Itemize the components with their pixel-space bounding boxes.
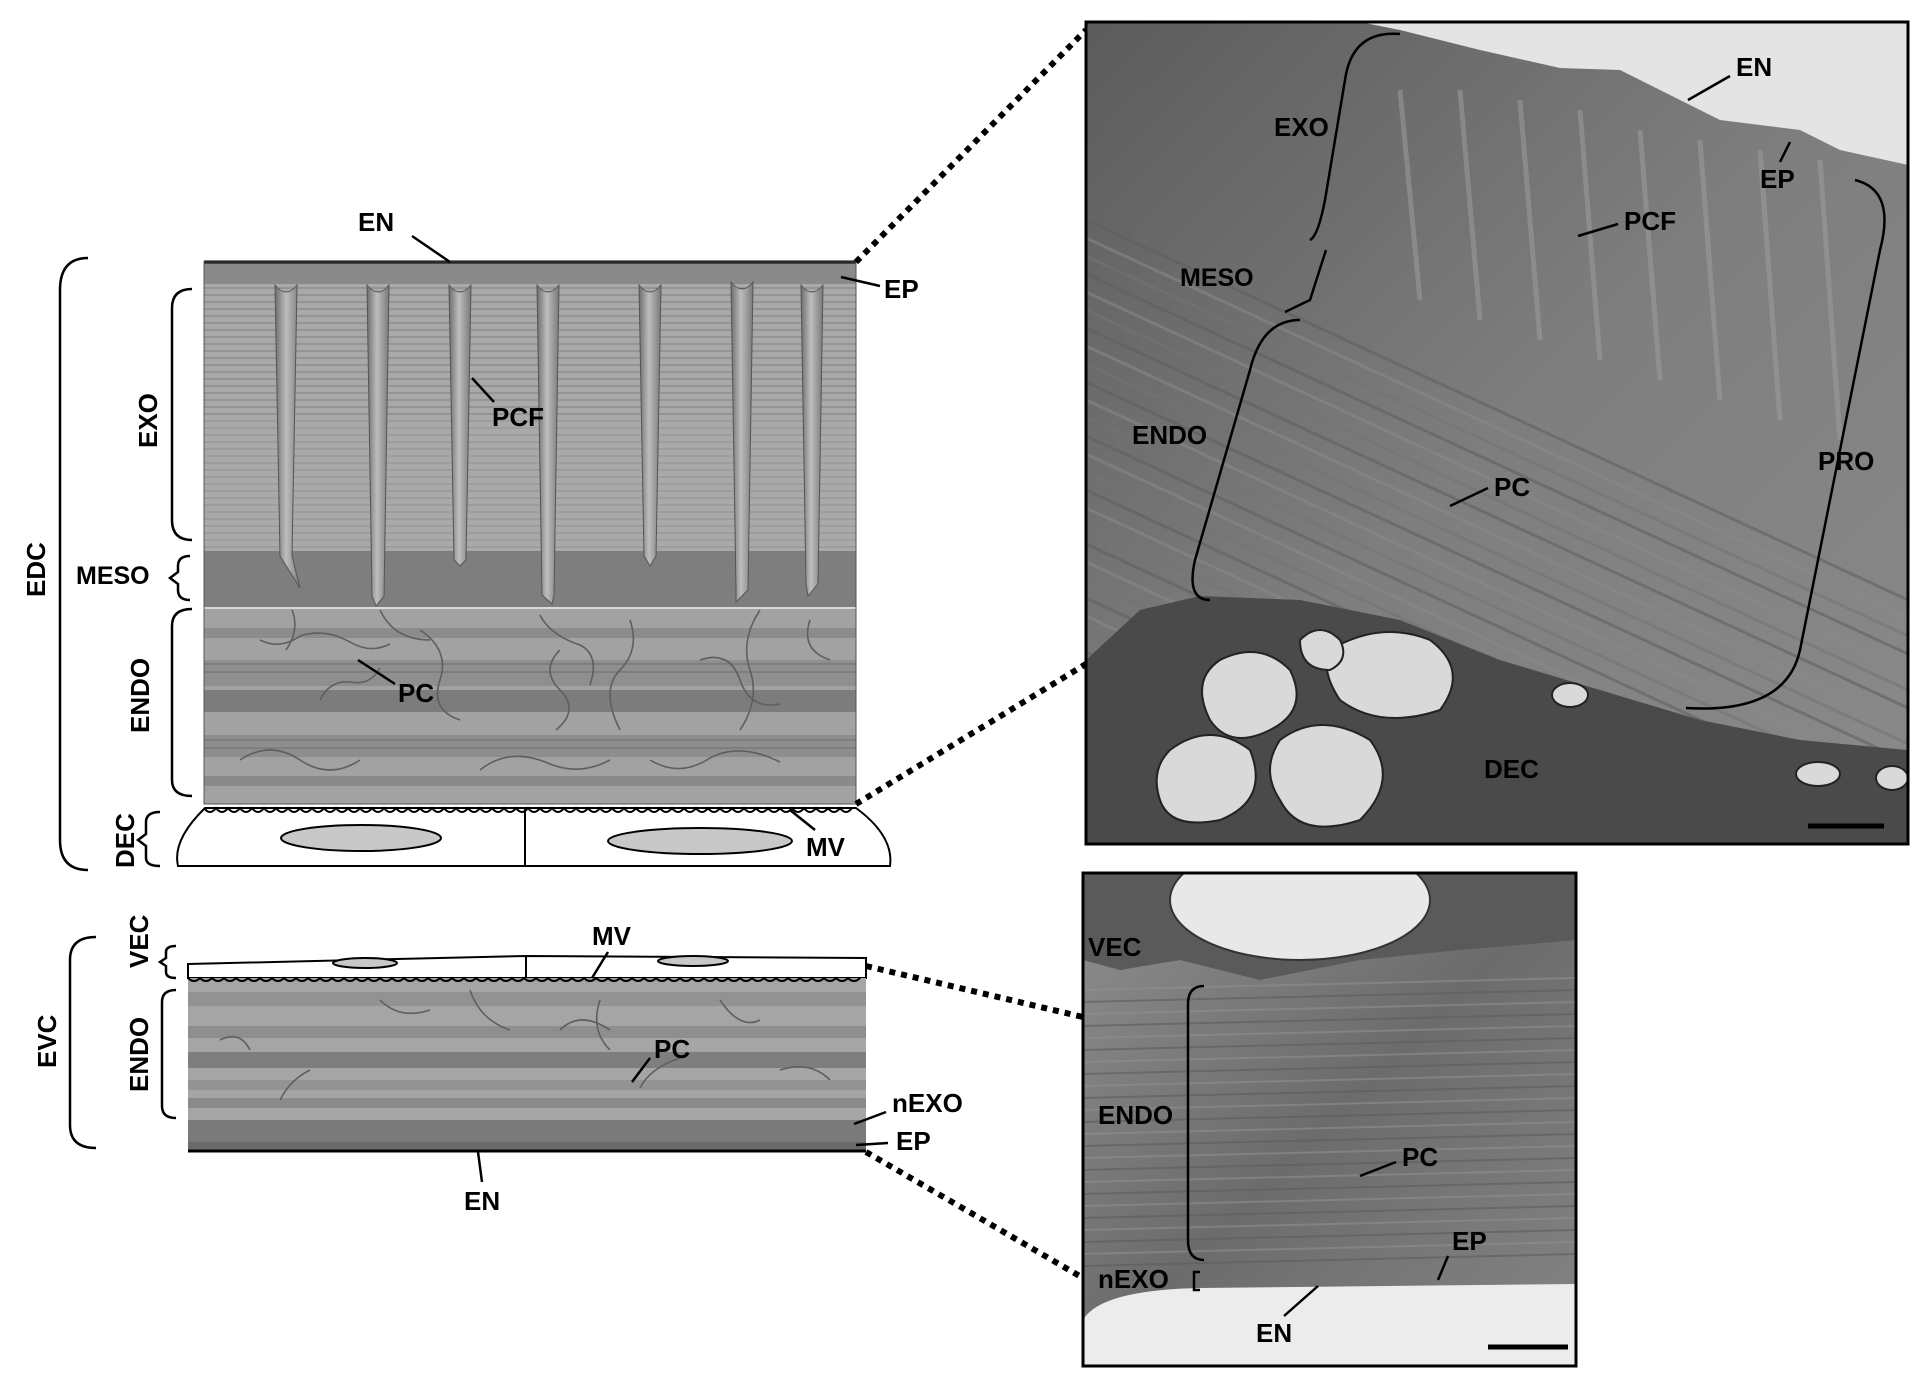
ventral-brackets [68,935,177,1150]
dorsal-brackets [58,256,193,872]
dorsal-label-pcf: PCF [492,402,544,432]
mg-top-label-dec: DEC [1484,754,1539,784]
mg-top-label-pcf: PCF [1624,206,1676,236]
dorsal-tem-micrograph [1086,22,1908,844]
pore-canal-fiber [536,283,560,605]
dorsal-label-meso: MESO [76,562,150,590]
mg-bot-label-nexo: nEXO [1098,1264,1169,1294]
bottom-micrograph-brackets [1186,984,1205,1292]
dorsal-label-edc: EDC [21,542,51,597]
mg-top-label-pc: PC [1494,472,1530,502]
top-micrograph-annotations: EN EXO EP PCF MESO ENDO PC PRO DEC [1132,32,1886,784]
ventral-cuticle-schematic: MV EVC VEC ENDO PC nEXO EP EN [32,914,963,1216]
ventral-label-evc: EVC [32,1014,62,1068]
mg-bot-label-pc: PC [1402,1142,1438,1172]
ventral-tem-micrograph [1083,873,1576,1366]
dorsal-label-mv: MV [806,832,846,862]
dorsal-epicuticle-layer [204,262,856,284]
dorsal-label-en: EN [358,207,394,237]
dorsal-label-dec: DEC [110,813,140,868]
dorsal-label-pc: PC [398,678,434,708]
ventral-endocuticle-bands [188,992,866,1108]
mg-bot-label-ep: EP [1452,1226,1487,1256]
ventral-label-endo: ENDO [124,1017,154,1092]
mg-bot-label-endo: ENDO [1098,1100,1173,1130]
ventral-newexo-layer [188,1120,866,1142]
mg-top-label-endo: ENDO [1132,420,1207,450]
ventral-label-mv: MV [592,921,632,951]
mg-top-label-ep: EP [1760,164,1795,194]
mg-top-label-en: EN [1736,52,1772,82]
pore-canal-fibers [274,280,824,607]
mg-top-label-meso: MESO [1180,264,1254,292]
bottom-micrograph-annotations: VEC ENDO PC EP nEXO EN [1088,932,1487,1348]
top-micrograph-brackets [1191,32,1886,710]
ventral-label-ep: EP [896,1126,931,1156]
mg-top-label-exo: EXO [1274,112,1329,142]
mg-top-label-pro: PRO [1818,446,1874,476]
dorsal-nucleus-right [607,827,793,855]
pore-canal-fiber [274,283,301,589]
dorsal-label-ep: EP [884,274,919,304]
ventral-nucleus-left [332,957,398,969]
microvilli-dorsal [203,806,853,813]
pore-canal-fiber [448,283,472,567]
ventral-label-nexo: nEXO [892,1088,963,1118]
dorsal-mesocuticle-layer [204,551,856,608]
endocuticle-bands [204,628,856,786]
microvilli-ventral [187,976,861,982]
pore-canal-fiber [366,283,390,607]
dorsal-label-endo: ENDO [125,658,155,733]
mg-bot-label-en: EN [1256,1318,1292,1348]
dorsal-pore-canals [239,609,831,771]
ventral-label-vec: VEC [124,914,154,968]
mg-bot-label-vec: VEC [1088,932,1142,962]
pore-canal-fiber [638,283,662,567]
dorsal-nucleus-left [280,824,442,852]
ventral-pore-canals [219,989,831,1101]
micrograph-lipid-droplets [1155,629,1908,828]
pore-canal-fiber [730,280,754,604]
micrograph-pcf-streaks [1397,89,1843,441]
dorsal-cuticle-schematic: EN EP PCF EXO EDC MESO ENDO PC DEC MV [21,207,919,872]
ventral-label-pc: PC [654,1034,690,1064]
ventral-label-en: EN [464,1186,500,1216]
zoom-connectors [853,27,1089,1281]
pore-canal-fiber [800,283,824,598]
dorsal-label-exo: EXO [133,393,163,448]
micrograph-lamellae-ventral [1083,977,1576,1267]
ventral-epicuticle-layer [188,1142,866,1150]
ventral-nucleus-right [657,955,729,967]
